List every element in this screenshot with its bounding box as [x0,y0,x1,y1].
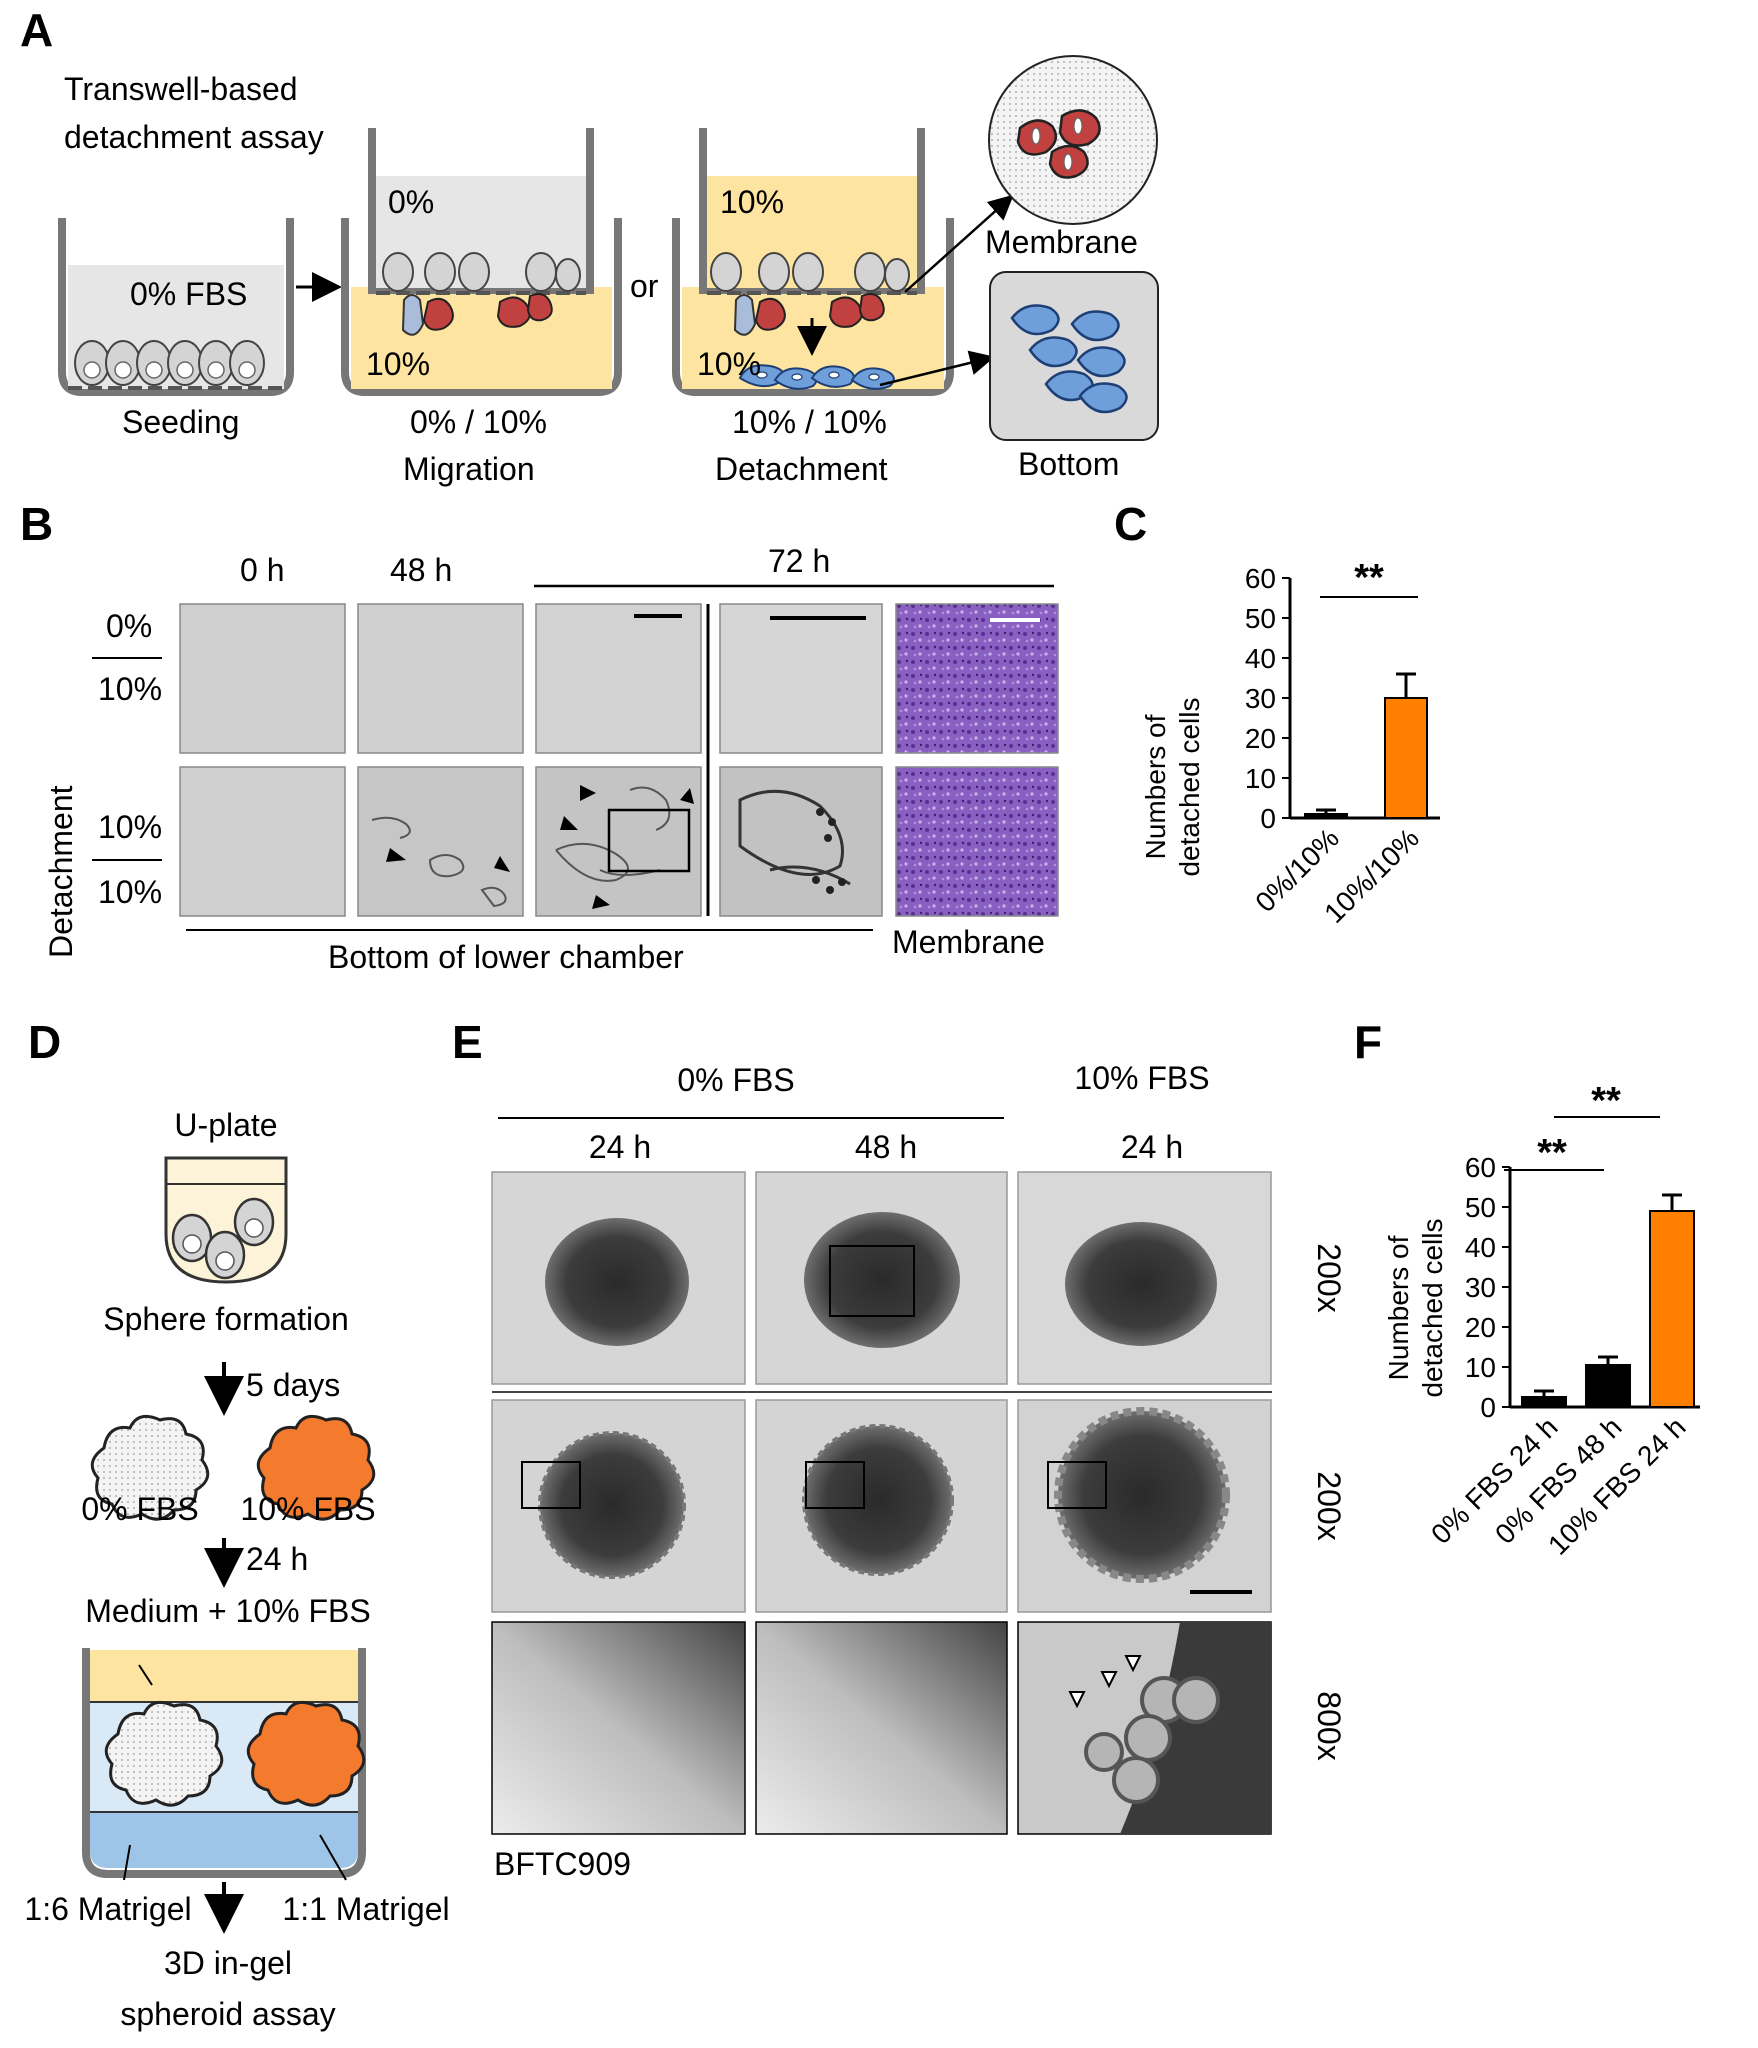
chart-f-ytick-label-1: 10 [1465,1352,1496,1383]
panel-d: D U-plate Sphere formation 5 days 0% FBS… [24,1016,449,2032]
membrane-inset-label: Membrane [985,224,1138,260]
chart-f-ylabel-1: Numbers of [1383,1235,1414,1380]
hours-label: 24 h [246,1541,308,1577]
matrigel-16-label: 1:6 Matrigel [24,1891,191,1927]
chart-c-bar-1 [1384,697,1428,819]
e-col-48h: 48 h [855,1129,917,1165]
uplate-well [164,1156,288,1284]
chart-f-ytick-label-2: 20 [1465,1312,1496,1343]
medium-label: Medium + 10% FBS [85,1593,370,1629]
detachment-well: 10% 10% 10% / 10% Detachment [672,128,954,487]
chart-f-ylabel-2: detached cells [1417,1218,1448,1397]
assay-label-1: 3D in-gel [164,1945,292,1981]
chart-f-ytick-label-5: 50 [1465,1192,1496,1223]
chart-c-significance: ** [1354,557,1384,599]
membrane-inset: Membrane [904,55,1158,293]
migration-well: 0% 10% 0% / 10% Migration [341,128,622,487]
detachment-caption-1: 10% / 10% [732,404,887,440]
panel-b: B 0 h 48 h 72 h 0% 10% 10% 10% Detachmen… [20,498,1059,975]
mag-row1: 200x [1311,1243,1347,1312]
spheroid-grid-e [491,1171,1272,1835]
sphere-formation-label: Sphere formation [103,1301,348,1337]
membrane-column-label: Membrane [892,924,1045,960]
sphere-10fbs-label: 10% FBS [240,1491,375,1527]
migration-upper-label: 0% [388,184,434,220]
e-col-24h: 24 h [589,1129,651,1165]
assay-title-line1: Transwell-based [64,71,298,107]
panel-letter-c: C [1114,498,1147,550]
side-label-detachment: Detachment [43,785,79,958]
mag-row3: 800x [1311,1691,1347,1760]
arrowheads-b [386,785,694,909]
panel-letter-d: D [28,1016,61,1068]
panel-f: F Numbers of detached cells ** ** 0 10 20 3… [1354,1016,1700,1561]
chart-c-ylabel-2: detached cells [1174,697,1205,876]
col-label-72h: 72 h [768,543,830,579]
sphere-0fbs-icon [90,1414,210,1521]
panel-e: E 0% FBS 10% FBS 24 h 48 h 24 h [452,1016,1347,1882]
row2-top-label: 10% [98,809,162,845]
chart-c-ytick-label-3: 30 [1245,683,1276,714]
detachment-upper-label: 10% [720,184,784,220]
migration-lower-label: 10% [366,346,430,382]
seeding-caption: Seeding [122,404,239,440]
bottom-inset-label: Bottom [1018,446,1119,482]
chart-f-ytick-label-0: 0 [1480,1392,1496,1423]
migration-caption-2: Migration [403,451,535,487]
chart-f-bar-0 [1521,1396,1567,1408]
chart-f-ytick-label-6: 60 [1465,1152,1496,1183]
sphere-10fbs-icon [256,1414,376,1521]
detachment-caption-2: Detachment [715,451,888,487]
sphere-0fbs-label: 0% FBS [81,1491,198,1527]
bottom-inset: Bottom [879,271,1159,482]
chart-c-bar-0 [1304,813,1348,819]
col-label-0h: 0 h [240,552,284,588]
panel-letter-a: A [20,4,53,56]
mag-row2: 200x [1311,1471,1347,1540]
detachment-lower-label: 10% [697,346,761,382]
chart-c-ytick-label-4: 40 [1245,643,1276,674]
row2-bottom-label: 10% [98,874,162,910]
assay-title-line2: detachment assay [64,119,324,155]
days-label: 5 days [246,1367,340,1403]
row1-bottom-label: 10% [98,671,162,707]
matrigel-11-label: 1:1 Matrigel [282,1891,449,1927]
panel-letter-e: E [452,1016,483,1068]
gel-well [82,1648,366,1881]
e-col-24h-10fbs: 24 h [1121,1129,1183,1165]
seeding-medium-label: 0% FBS [130,276,247,312]
chart-f-significance-1: ** [1537,1132,1567,1174]
bottom-of-lower-chamber-label: Bottom of lower chamber [328,939,684,975]
row1-top-label: 0% [106,608,152,644]
chart-c-ytick-label-5: 50 [1245,603,1276,634]
panel-a: A Transwell-based detachment assay 0% FB… [20,4,1159,487]
micrograph-grid-b [179,603,1059,917]
uplate-label: U-plate [174,1107,277,1143]
migration-caption-1: 0% / 10% [410,404,547,440]
chart-f-ytick-label-3: 30 [1465,1272,1496,1303]
assay-label-2: spheroid assay [120,1996,335,2032]
detached-cells-48h [371,816,507,908]
chart-c-ytick-label-1: 10 [1245,763,1276,794]
cell-line-label: BFTC909 [494,1846,631,1882]
chart-c-ylabel-1: Numbers of [1140,714,1171,859]
col-label-48h: 48 h [390,552,452,588]
chart-c-ytick-label-0: 0 [1260,803,1276,834]
seeding-well: 0% FBS Seeding [58,218,294,440]
or-label: or [630,268,659,304]
chart-f-significance-2: ** [1591,1080,1621,1122]
e-header-0fbs: 0% FBS [677,1062,794,1098]
chart-f-bar-2 [1649,1210,1695,1408]
e-header-10fbs: 10% FBS [1074,1060,1209,1096]
chart-c-ytick-label-6: 60 [1245,563,1276,594]
panel-letter-b: B [20,498,53,550]
panel-letter-f: F [1354,1016,1382,1068]
chart-f-ytick-label-4: 40 [1465,1232,1496,1263]
chart-c-ytick-label-2: 20 [1245,723,1276,754]
panel-c: C Numbers of detached cells ** 0 10 20 30 40… [1114,498,1440,929]
chart-f-bar-1 [1585,1364,1631,1408]
